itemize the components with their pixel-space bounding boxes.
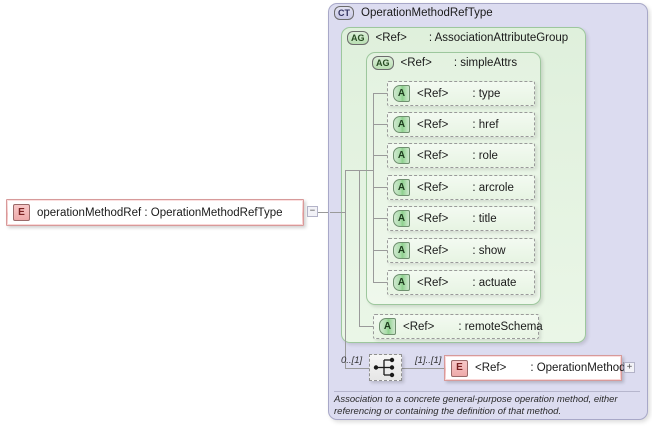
root-element-label: operationMethodRef : OperationMethodRefT… — [37, 206, 283, 219]
attribute-group-simpleattrs-name: : simpleAttrs — [453, 57, 518, 69]
attribute-row-href[interactable]: A <Ref> : href — [387, 112, 535, 137]
attribute-badge-icon: A — [393, 179, 410, 196]
attribute-row-arcrole[interactable]: A <Ref> : arcrole — [387, 175, 535, 200]
attribute-group-association-header: AG <Ref> : AssociationAttributeGroup — [347, 31, 568, 45]
attribute-name: : href — [472, 118, 499, 131]
annotation-text: Association to a concrete general-purpos… — [334, 394, 618, 417]
child-element-expand-toggle[interactable]: + — [624, 362, 635, 373]
attribute-name: : type — [472, 87, 501, 100]
attribute-group-badge-icon: AG — [372, 56, 394, 70]
attribute-ref: <Ref> — [403, 320, 435, 333]
connector-branch-title — [373, 218, 387, 219]
complex-type-badge-icon: CT — [334, 6, 354, 20]
connector-root-to-type — [318, 212, 330, 213]
attribute-row-type[interactable]: A <Ref> : type — [387, 81, 535, 106]
attribute-ref: <Ref> — [417, 244, 449, 257]
attribute-name: : remoteSchema — [458, 320, 543, 333]
connector-spine-association — [359, 170, 360, 326]
attribute-name: : arcrole — [472, 181, 514, 194]
attribute-group-association-ref: <Ref> — [375, 32, 407, 44]
connector-branch-type — [373, 93, 387, 94]
minus-icon: − — [309, 206, 316, 216]
child-element-row: E <Ref> : OperationMethod — [445, 356, 626, 380]
attribute-name: : role — [472, 149, 498, 162]
cardinality-right: [1]..[1] — [415, 355, 442, 366]
attribute-badge-icon: A — [393, 274, 410, 291]
child-element-name: : OperationMethod — [530, 362, 626, 374]
connector-branch-simpleattrs — [359, 170, 373, 171]
attribute-badge-icon: A — [393, 85, 410, 102]
attribute-group-badge-icon: AG — [347, 31, 369, 45]
attribute-name: : actuate — [472, 276, 517, 289]
root-element-row: E operationMethodRef : OperationMethodRe… — [7, 200, 303, 225]
attribute-badge-icon: A — [393, 242, 410, 259]
plus-icon: + — [626, 362, 633, 372]
attribute-row-show[interactable]: A <Ref> : show — [387, 238, 535, 263]
attribute-ref: <Ref> — [417, 212, 449, 225]
attribute-badge-icon: A — [393, 116, 410, 133]
connector-branch-arcrole — [373, 187, 387, 188]
sequence-compositor-icon[interactable] — [369, 354, 402, 381]
root-element-operationMethodRef[interactable]: E operationMethodRef : OperationMethodRe… — [6, 199, 304, 226]
complex-type-name: OperationMethodRefType — [361, 7, 493, 19]
attribute-badge-icon: A — [393, 210, 410, 227]
attribute-ref: <Ref> — [417, 276, 449, 289]
attribute-row-title[interactable]: A <Ref> : title — [387, 206, 535, 231]
attribute-name: : show — [472, 244, 506, 257]
connector-branch-sequence — [345, 368, 369, 369]
attribute-group-simpleattrs-header: AG <Ref> : simpleAttrs — [372, 56, 517, 70]
attribute-name: : title — [472, 212, 497, 225]
connector-branch-show — [373, 250, 387, 251]
attribute-ref: <Ref> — [417, 149, 449, 162]
child-element-ref: <Ref> — [475, 362, 507, 374]
child-element-background — [446, 357, 620, 379]
connector-branch-remoteschema — [359, 326, 373, 327]
connector-sequence-to-element — [402, 368, 444, 369]
connector-branch-href — [373, 124, 387, 125]
attribute-group-simpleattrs-ref: <Ref> — [400, 57, 432, 69]
connector-type-entry — [330, 212, 345, 213]
attribute-ref: <Ref> — [417, 87, 449, 100]
attribute-badge-icon: A — [393, 147, 410, 164]
complex-type-header: CT OperationMethodRefType — [334, 6, 493, 20]
child-element-operationmethod[interactable]: E <Ref> : OperationMethod — [444, 355, 626, 381]
connector-branch-attributegroup — [345, 170, 359, 171]
element-badge-icon: E — [451, 359, 468, 377]
attribute-row-role[interactable]: A <Ref> : role — [387, 143, 535, 168]
attribute-row-actuate[interactable]: A <Ref> : actuate — [387, 270, 535, 295]
attribute-ref: <Ref> — [417, 118, 449, 131]
attribute-row-remoteschema[interactable]: A <Ref> : remoteSchema — [373, 314, 543, 339]
attribute-ref: <Ref> — [417, 181, 449, 194]
root-element-collapse-toggle[interactable]: − — [307, 206, 318, 217]
connector-branch-actuate — [373, 282, 387, 283]
cardinality-left: 0..[1] — [341, 355, 363, 366]
attribute-badge-icon: A — [379, 318, 396, 335]
sequence-glyph — [373, 357, 395, 378]
attribute-group-association-name: : AssociationAttributeGroup — [428, 32, 569, 44]
annotation-divider — [334, 391, 640, 392]
connector-branch-role — [373, 155, 387, 156]
connector-spine-complextype — [345, 170, 346, 368]
element-badge-icon: E — [13, 204, 30, 221]
root-element-background — [8, 201, 302, 224]
